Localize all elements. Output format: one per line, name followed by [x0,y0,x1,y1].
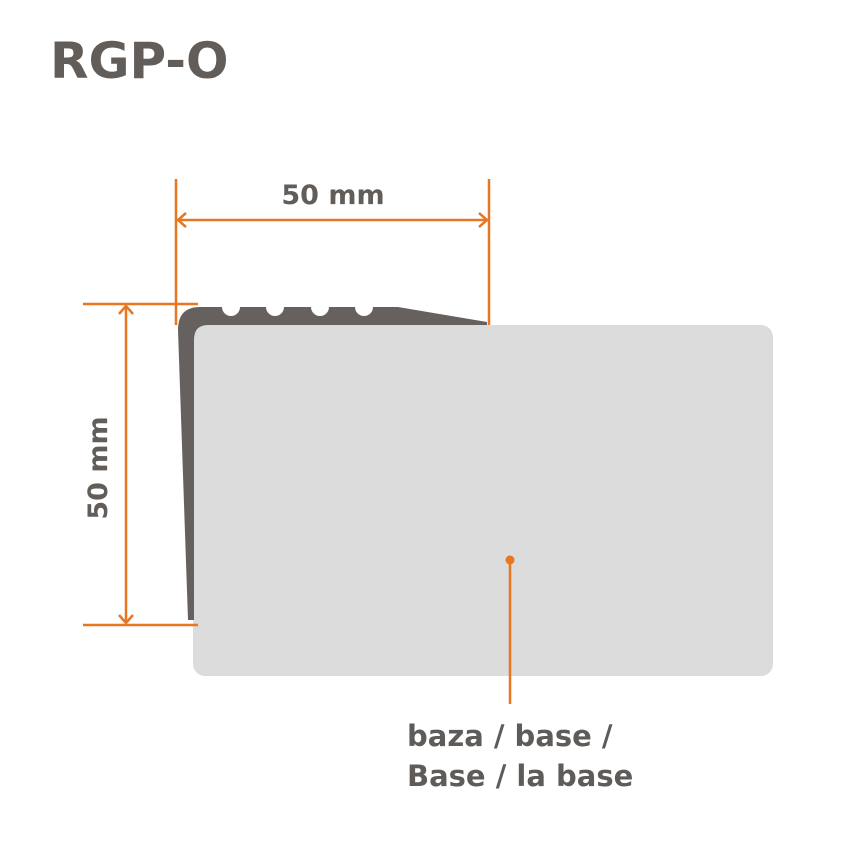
base-label: baza / base / Base / la base [407,716,633,796]
arrow-right-icon [478,212,489,228]
base-block [193,325,773,676]
height-dimension-label: 50 mm [83,416,114,519]
arrow-down-icon [118,614,134,625]
base-label-line1: baza / base / [407,719,613,753]
width-dimension-label: 50 mm [281,180,384,211]
arrow-left-icon [176,212,187,228]
base-label-line2: Base / la base [407,759,634,793]
arrow-up-icon [118,304,134,315]
product-title: RGP-O [50,32,229,90]
